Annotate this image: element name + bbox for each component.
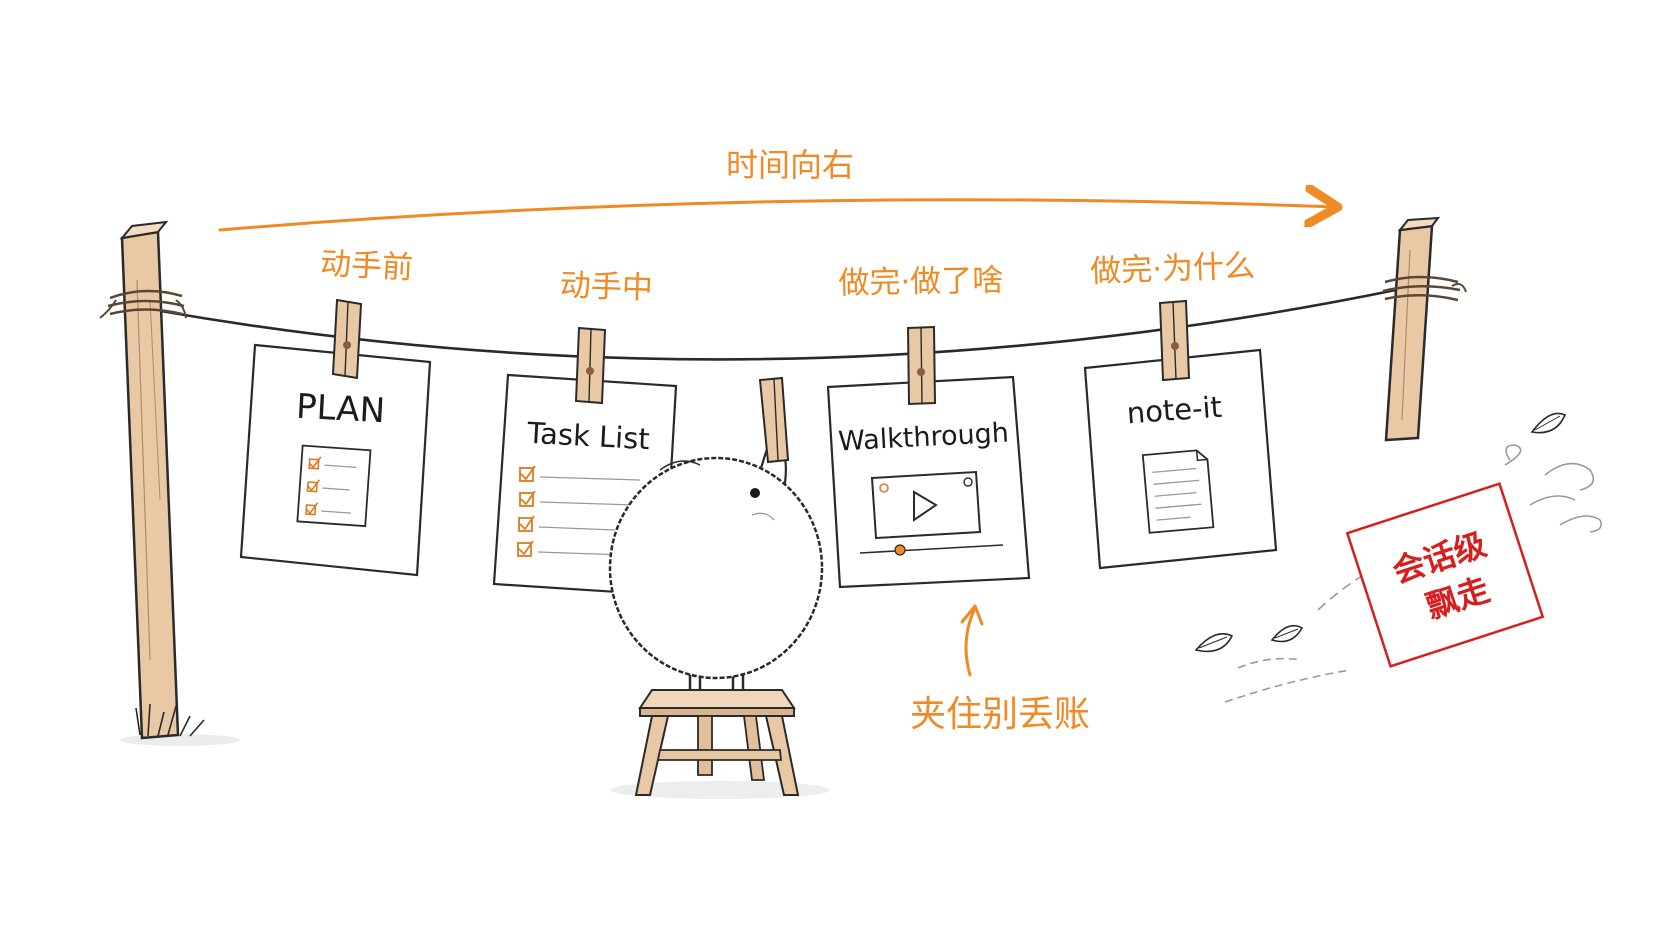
wind-swirls [1224, 444, 1603, 703]
plan-card: PLAN [239, 343, 432, 577]
video-player-icon [859, 470, 1004, 556]
timeline-arrow [218, 200, 1335, 232]
clothespin-2 [574, 326, 607, 405]
clothespin-3 [906, 325, 937, 406]
callout-arrow [960, 604, 984, 677]
checklist-icon [296, 444, 372, 528]
stage-label-during: 动手中 [559, 267, 653, 306]
plan-card-title: PLAN [295, 387, 386, 432]
stage-label-before: 动手前 [319, 246, 414, 287]
session-stamp-note: 会话级 飘走 [1345, 482, 1545, 668]
task-list-icon [517, 465, 641, 557]
falling-leaf-3 [1270, 624, 1304, 643]
stage-label-done-what: 做完·做了啥 [838, 263, 1003, 302]
wooden-stool [634, 689, 800, 796]
left-post [99, 220, 205, 740]
note-document-icon [1141, 449, 1215, 534]
note-it-card-title: note-it [1126, 390, 1223, 431]
falling-leaf-1 [1530, 412, 1567, 434]
callout-label: 夹住别丢账 [910, 694, 1090, 735]
note-it-card: note-it [1083, 348, 1278, 570]
walkthrough-card: Walkthrough [826, 375, 1031, 589]
stage-label-done-why: 做完·为什么 [1090, 248, 1256, 290]
stool-shadow [610, 781, 830, 799]
timeline-label: 时间向右 [726, 146, 854, 184]
right-post [1382, 216, 1467, 442]
clothespin-1 [331, 298, 363, 380]
clothespin-4 [1158, 299, 1191, 382]
task-list-card-title: Task List [525, 416, 650, 456]
falling-leaf-2 [1194, 633, 1234, 653]
bird-character [608, 376, 824, 690]
